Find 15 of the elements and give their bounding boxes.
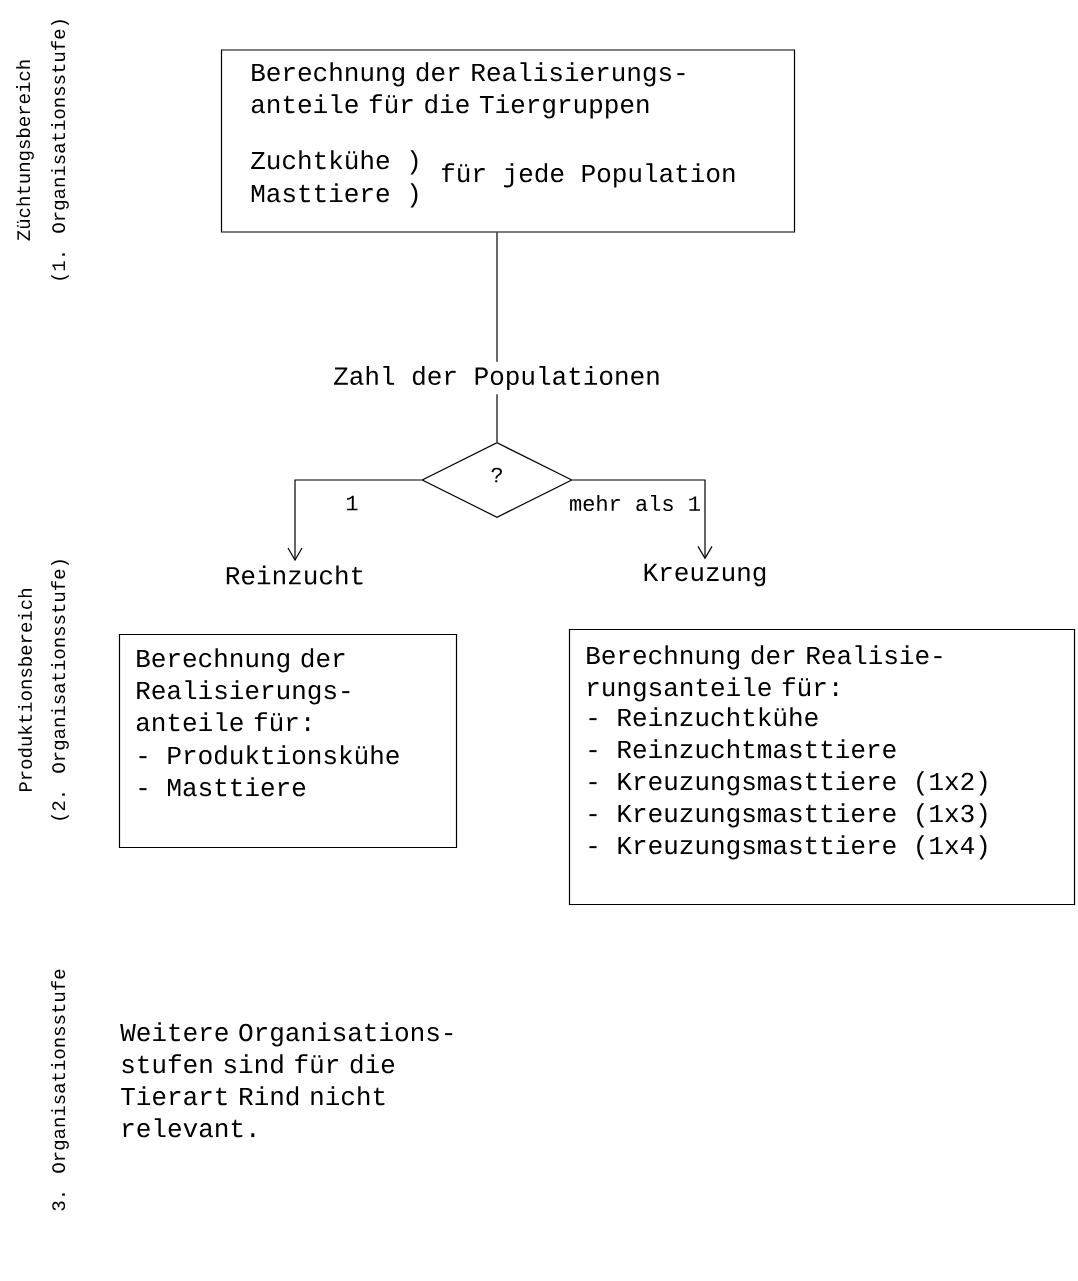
note-text: Weitere Organisations-stufen sind für die Tierart Rind nicht relevant. xyxy=(120,1022,453,1138)
side-label: (2. Organisationsstufe) xyxy=(51,560,69,820)
flow-label: Zahl der Populationen xyxy=(334,365,659,391)
arrow xyxy=(572,479,713,560)
side-label: Züchtungsbereich xyxy=(16,60,34,241)
flow-label: Reinzucht xyxy=(226,565,363,585)
side-label: (1. Organisationsstufe) xyxy=(51,20,69,280)
side-label: 3. Organisationsstufe xyxy=(51,969,69,1211)
edge-label: 1 xyxy=(343,493,361,513)
flow-label: Kreuzung xyxy=(644,563,766,587)
process-box: Berechnung der Realisierungs-anteile für: - Produktionskühe - Masttiere xyxy=(118,633,458,849)
process-box: Berechnung der Realisie-rungsanteile für: - Reinzuchtkühe - Reinzuchtmasttiere - Kreuzungsmasttiere (1x2) - Kreuzungsmasttiere (1x3) - Kreuzungsmasttiere (1x4) xyxy=(568,628,1076,906)
side-label: Produktionsbereich xyxy=(18,589,32,792)
arrow xyxy=(287,479,422,562)
process-box: Berechnung der Realisierungs-anteile für die Tiergruppen Zuchtkühe ) Masttiere ) für jede Population xyxy=(220,49,796,233)
